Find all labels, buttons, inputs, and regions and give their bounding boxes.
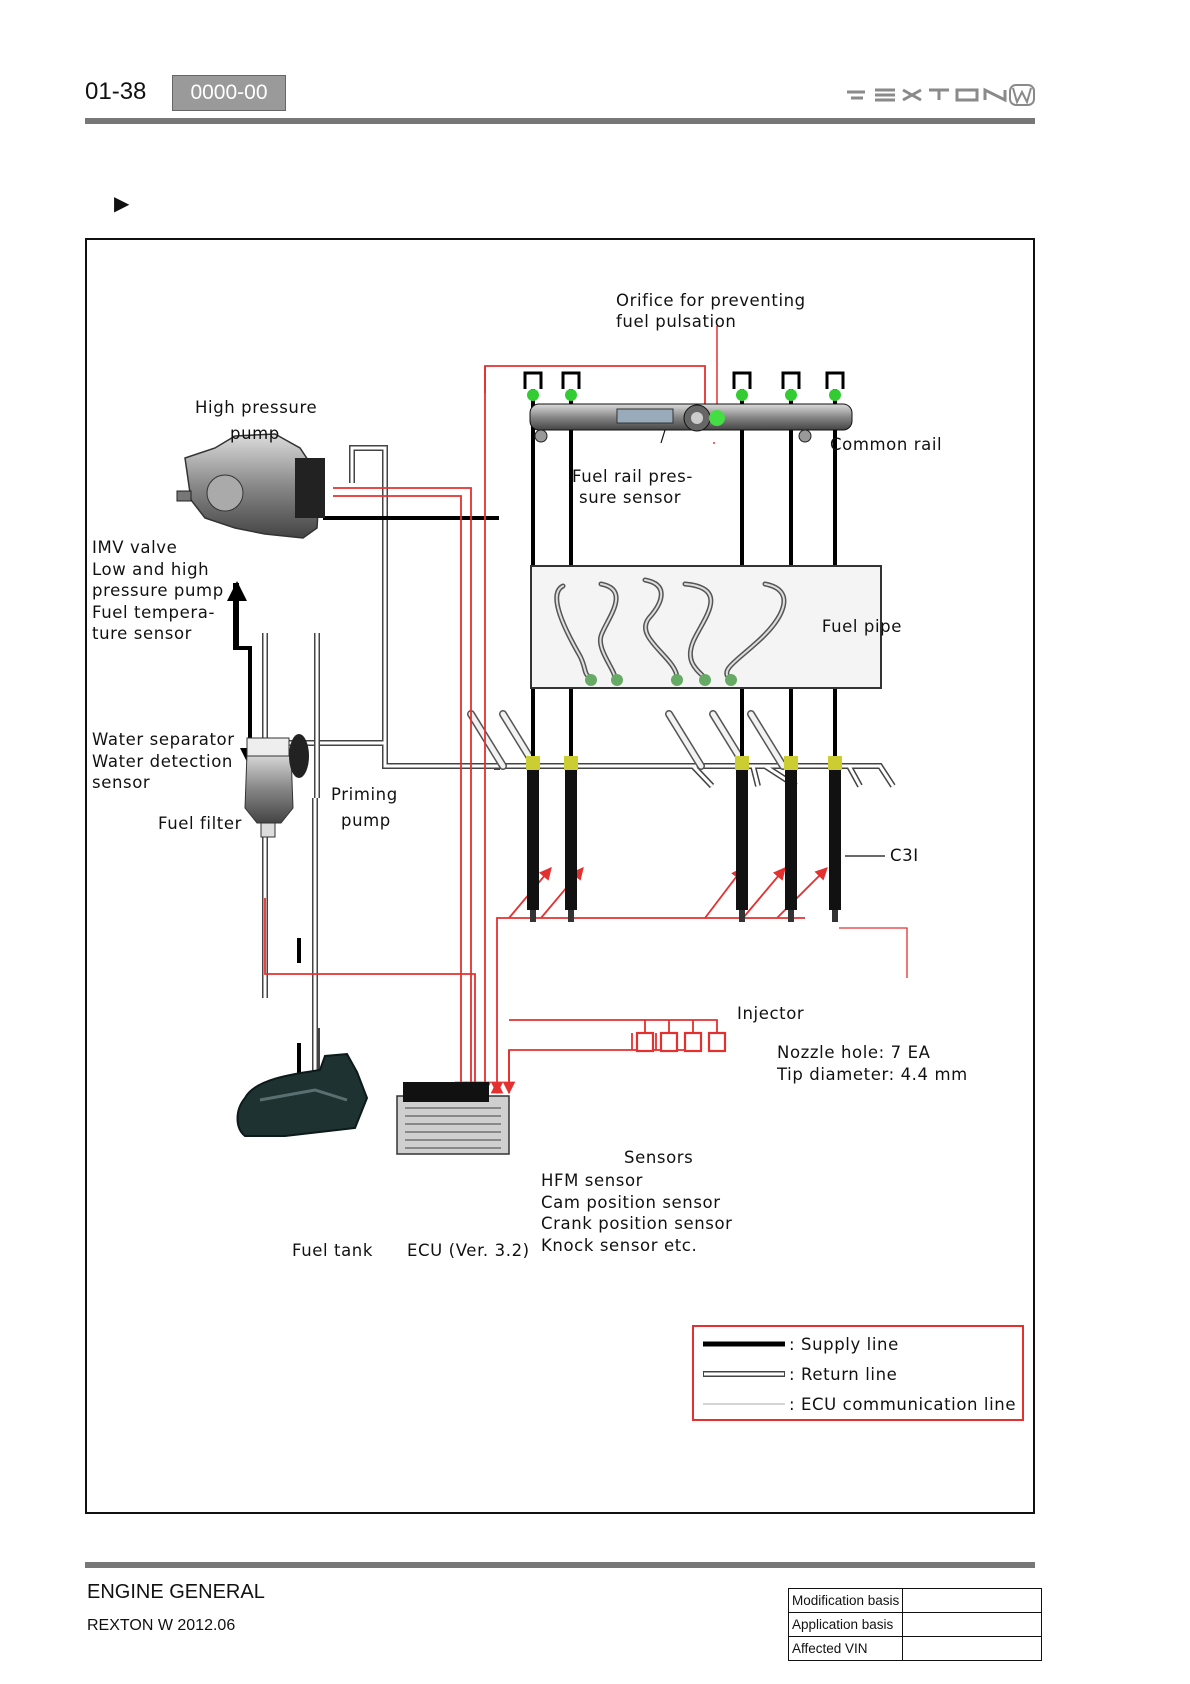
common-rail-label: Common rail <box>830 435 942 454</box>
legend-box <box>692 1325 1024 1421</box>
high-pressure-pump <box>176 433 325 539</box>
fuel-pipe-box <box>530 565 882 689</box>
ecu-unit <box>396 1082 510 1155</box>
sensor-item-2: Cam position sensor <box>541 1193 721 1212</box>
legend: : Supply line : Return line : ECU commun… <box>692 1325 1024 1421</box>
page-number: 01-38 <box>85 78 147 105</box>
imv-label-3: pressure pump <box>92 581 224 600</box>
labels: Orifice for preventing fuel pulsation Hi… <box>92 291 968 1260</box>
pump-label-2: pump <box>230 424 280 443</box>
legend-supply-label: : Supply line <box>789 1335 899 1354</box>
injector-1 <box>526 756 540 922</box>
imv-label-1: IMV valve <box>92 538 177 557</box>
sensor-box-4 <box>707 1031 727 1053</box>
injector-label: Injector <box>737 1004 804 1023</box>
injectors <box>526 756 842 922</box>
table-value <box>902 1588 1043 1613</box>
rail-sensor-label-1: Fuel rail pres- <box>572 467 693 486</box>
table-label: Modification basis <box>787 1588 904 1613</box>
sensor-connectors <box>635 1031 727 1053</box>
sensor-box-1 <box>635 1031 655 1053</box>
table-label: Affected VIN <box>787 1636 904 1661</box>
modification-table: Modification basis Application basis Aff… <box>787 1588 1043 1661</box>
sensor-box-2 <box>659 1031 679 1053</box>
footer-model: REXTON W 2012.06 <box>87 1617 236 1634</box>
brand-logo <box>847 84 1035 106</box>
table-value <box>902 1612 1043 1637</box>
ecu-label: ECU (Ver. 3.2) <box>407 1241 530 1260</box>
section-code-badge: 0000-00 <box>172 75 286 111</box>
sensor-item-4: Knock sensor etc. <box>541 1236 697 1255</box>
fuel-tank-label: Fuel tank <box>292 1241 373 1260</box>
table-value <box>902 1636 1043 1661</box>
header-rule <box>85 118 1035 124</box>
imv-label-2: Low and high <box>92 560 209 579</box>
orifice-label-2: fuel pulsation <box>616 312 736 331</box>
ecu-communication-lines <box>264 365 828 1095</box>
table-row: Application basis <box>787 1612 1043 1637</box>
footer-rule <box>85 1562 1035 1568</box>
rail-sensor-label-2: sure sensor <box>579 488 681 507</box>
injector-5 <box>828 756 842 922</box>
pump-label-1: High pressure <box>195 398 317 417</box>
sensor-item-1: HFM sensor <box>541 1171 643 1190</box>
sensors-title: Sensors <box>624 1148 693 1167</box>
nozzle-label-2: Tip diameter: 4.4 mm <box>776 1065 968 1084</box>
table-label: Application basis <box>787 1612 904 1637</box>
priming-label-1: Priming <box>331 785 398 804</box>
orifice-label-1: Orifice for preventing <box>616 291 806 310</box>
imv-label-5: ture sensor <box>92 624 192 643</box>
water-separator-label-2: Water detection <box>92 752 233 771</box>
diagram-frame <box>85 238 1035 1514</box>
common-rail <box>527 389 853 443</box>
injector-4 <box>784 756 798 922</box>
sensor-box-3 <box>683 1031 703 1053</box>
sensor-item-3: Crank position sensor <box>541 1214 733 1233</box>
imv-label-4: Fuel tempera- <box>92 603 215 622</box>
footer-chapter: ENGINE GENERAL <box>87 1581 265 1603</box>
fuel-system-diagram: Orifice for preventing fuel pulsation Hi… <box>92 291 1024 1421</box>
injector-2 <box>564 756 578 922</box>
priming-label-2: pump <box>341 811 391 830</box>
supply-lines <box>233 371 845 1123</box>
injector-3 <box>735 756 749 922</box>
c3i-label: C3I <box>890 846 919 865</box>
legend-ecu-label: : ECU communication line <box>789 1395 1016 1414</box>
legend-return-label: : Return line <box>789 1365 897 1384</box>
fuel-pipe-label: Fuel pipe <box>822 617 902 636</box>
table-row: Modification basis <box>787 1588 1043 1613</box>
nozzle-label-1: Nozzle hole: 7 EA <box>777 1043 931 1062</box>
water-separator-label-3: sensor <box>92 773 150 792</box>
fuel-filter-label: Fuel filter <box>158 814 242 833</box>
water-separator-label-1: Water separator <box>92 730 235 749</box>
bullet-arrow-icon: ▶ <box>114 193 130 215</box>
fuel-filter <box>244 737 294 838</box>
table-row: Affected VIN <box>787 1636 1043 1661</box>
fuel-tank <box>236 1052 369 1137</box>
priming-pump <box>289 734 309 778</box>
